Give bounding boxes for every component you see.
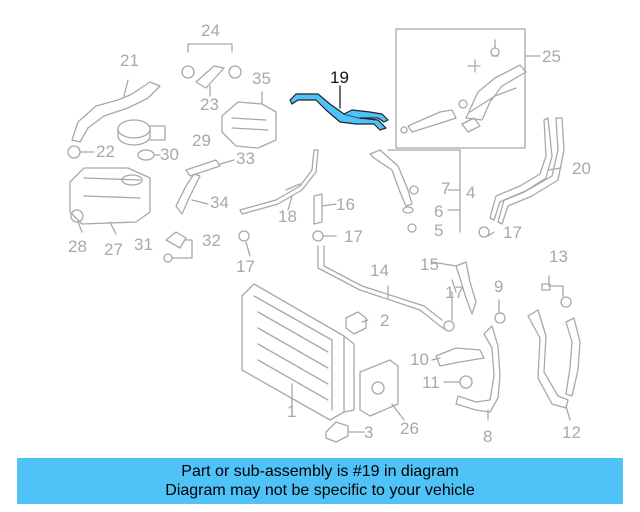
ring-30 [137, 149, 155, 161]
leader-lines [77, 55, 571, 433]
reservoir-35 [221, 101, 277, 149]
bracket-26 [359, 359, 399, 417]
clamp-17a [238, 230, 250, 242]
clamp-24b [228, 65, 242, 79]
callout-23[interactable]: 23 [200, 95, 219, 114]
plug-28 [70, 209, 84, 223]
callout-12[interactable]: 12 [562, 423, 581, 442]
callout-19[interactable]: 19 [330, 68, 349, 87]
banner-line-1: Part or sub-assembly is #19 in diagram [181, 463, 459, 480]
callout-4[interactable]: 4 [466, 183, 476, 202]
banner-line-2: Diagram may not be specific to your vehi… [165, 482, 475, 499]
radiator-1 [241, 283, 355, 421]
callout-25[interactable]: 25 [542, 47, 561, 66]
hose-12 [527, 309, 569, 409]
callout-8[interactable]: 8 [483, 427, 493, 446]
callout-2[interactable]: 2 [380, 311, 390, 330]
callout-7[interactable]: 7 [441, 179, 451, 198]
callout-17c[interactable]: 17 [445, 283, 464, 302]
cap-part [117, 119, 151, 139]
callout-26[interactable]: 26 [400, 419, 419, 438]
pipe-18 [239, 149, 319, 215]
callout-6[interactable]: 6 [434, 202, 444, 221]
callout-3[interactable]: 3 [364, 423, 374, 442]
callout-34[interactable]: 34 [210, 193, 229, 212]
callout-13[interactable]: 13 [549, 247, 568, 266]
hose-4 [369, 149, 413, 207]
info-banner: Part or sub-assembly is #19 in diagram D… [17, 458, 623, 504]
callout-24[interactable]: 24 [201, 21, 220, 40]
callout-21[interactable]: 21 [120, 51, 139, 70]
parts-diagram [67, 28, 581, 443]
bracket-2 [345, 311, 367, 335]
callout-17d[interactable]: 17 [503, 223, 522, 242]
hose-34 [175, 173, 201, 215]
callout-32[interactable]: 32 [202, 231, 221, 250]
expansion-tank-27 [69, 167, 151, 225]
callout-9[interactable]: 9 [494, 277, 504, 296]
callout-30[interactable]: 30 [160, 145, 179, 164]
hose-15 [455, 261, 477, 315]
callout-1[interactable]: 1 [287, 402, 297, 421]
callout-17b[interactable]: 17 [344, 227, 363, 246]
inset-box [395, 28, 526, 149]
callout-20[interactable]: 20 [572, 159, 591, 178]
hose-23 [195, 65, 225, 89]
clamp-9 [494, 312, 506, 324]
hose-21 [71, 81, 161, 143]
callout-31[interactable]: 31 [134, 235, 153, 254]
pipe-20 [489, 117, 553, 221]
clamp-22 [67, 145, 81, 159]
hose-13 [565, 317, 581, 397]
callout-18[interactable]: 18 [278, 207, 297, 226]
callout-16[interactable]: 16 [336, 195, 355, 214]
clamp-24a [181, 65, 195, 79]
clamp-17b [312, 230, 324, 242]
hose-8 [455, 325, 501, 413]
hose-33 [185, 159, 221, 177]
clamp-17d [478, 226, 490, 238]
callout-10[interactable]: 10 [410, 350, 429, 369]
clamp-11 [459, 375, 473, 389]
callout-14[interactable]: 14 [370, 261, 389, 280]
callout-17a[interactable]: 17 [236, 257, 255, 276]
hose-16 [313, 193, 323, 225]
callout-28[interactable]: 28 [68, 237, 87, 256]
inset-parts [400, 39, 527, 134]
pipe-14 [317, 245, 447, 331]
clamp-17c [443, 320, 455, 332]
hose-31 [165, 231, 187, 249]
callout-33[interactable]: 33 [236, 149, 255, 168]
callout-27[interactable]: 27 [104, 240, 123, 259]
bracket-10 [435, 347, 485, 367]
callout-5[interactable]: 5 [434, 221, 444, 240]
callout-29[interactable]: 29 [192, 131, 211, 150]
callout-35[interactable]: 35 [252, 69, 271, 88]
callout-15[interactable]: 15 [420, 255, 439, 274]
highlighted-part-19 [289, 93, 387, 131]
callout-11[interactable]: 11 [422, 373, 440, 392]
bracket-3 [325, 421, 349, 443]
callout-22[interactable]: 22 [96, 142, 115, 161]
